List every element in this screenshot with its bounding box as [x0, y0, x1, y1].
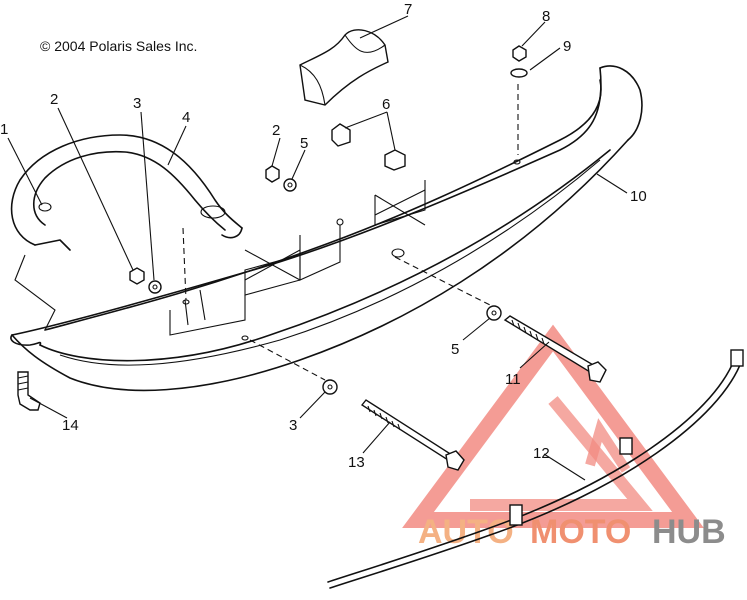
callout-3-upper: 3 — [133, 95, 141, 112]
washer-5-upper — [283, 178, 297, 192]
hardware-small — [129, 45, 528, 395]
washer-3-upper — [148, 280, 162, 294]
leader-lines — [7, 15, 628, 481]
washer-3-lower — [322, 379, 338, 395]
callout-1: 1 — [0, 121, 8, 138]
bolt-11 — [503, 315, 607, 383]
nut-8 — [512, 45, 527, 62]
callout-5-upper: 5 — [300, 135, 308, 152]
guide-line-bolt-11 — [394, 256, 491, 306]
callout-12: 12 — [533, 445, 550, 462]
callout-3-lower: 3 — [289, 417, 297, 434]
guide-line-bolt-13 — [249, 339, 326, 381]
callout-11: 11 — [505, 371, 521, 388]
saddle-part — [299, 29, 389, 106]
wear-rod-stud-middle — [619, 437, 633, 455]
callout-labels: 1 2 3 4 2 5 6 7 8 9 10 5 11 3 13 12 14 — [0, 1, 647, 471]
callout-4: 4 — [182, 109, 190, 126]
ski-loop — [10, 134, 243, 331]
watermark-text-moto: MOTO — [530, 513, 631, 551]
guide-line-loop-bolt — [182, 227, 187, 301]
washer-9 — [510, 68, 528, 78]
nut-2-lower — [129, 267, 145, 285]
callout-9: 9 — [563, 38, 571, 55]
watermark-logo: AUTO MOTO HUB — [402, 324, 726, 551]
callout-10: 10 — [630, 188, 647, 205]
callout-8: 8 — [542, 8, 550, 25]
ski-body — [10, 65, 643, 392]
bolt-13 — [360, 399, 465, 471]
wear-rod-stud-rear — [509, 504, 523, 526]
callout-2-lower: 2 — [50, 91, 58, 108]
callout-2-upper: 2 — [272, 122, 280, 139]
stud-14 — [17, 371, 41, 411]
callout-7: 7 — [404, 1, 412, 18]
callout-14: 14 — [62, 417, 79, 434]
wear-rod — [327, 349, 744, 589]
copyright-text: © 2004 Polaris Sales Inc. — [40, 38, 197, 54]
washer-5-lower — [486, 305, 502, 321]
callout-5-lower: 5 — [451, 341, 459, 358]
watermark-text-hub: HUB — [652, 513, 726, 551]
nut-2-upper — [265, 165, 280, 183]
bushing-parts — [331, 123, 406, 171]
callout-13: 13 — [348, 454, 365, 471]
wear-rod-stud-front — [730, 349, 744, 367]
callout-6: 6 — [382, 96, 390, 113]
